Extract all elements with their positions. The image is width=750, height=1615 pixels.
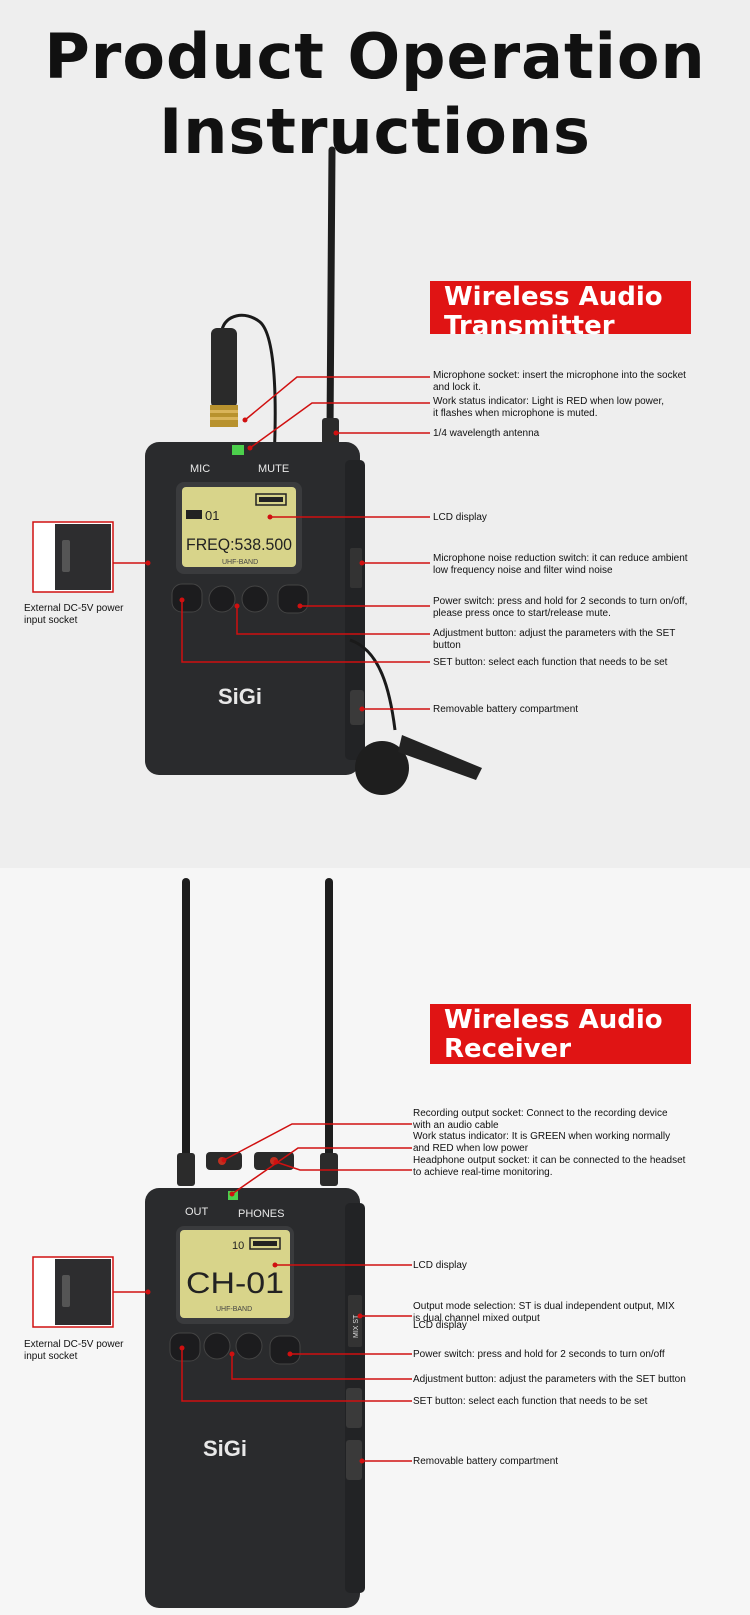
page-title-line1: Product Operation	[44, 20, 706, 93]
rx-annotation-battery: Removable battery compartment	[413, 1456, 559, 1467]
receiver-banner-line2: Receiver	[444, 1034, 572, 1064]
rx-annotation-recording-socket: Recording output socket: Connect to the …	[413, 1108, 668, 1131]
rx-lcd-band: UHF-BAND	[216, 1306, 252, 1313]
transmitter-illustration: MIC MUTE 01 FREQ:538.500 UHF-BAND SiGi	[32, 146, 482, 795]
tx-mic-plug	[211, 328, 237, 408]
tx-lcd-display	[182, 487, 296, 567]
tx-lcd-freq: FREQ:538.500	[186, 535, 292, 554]
tx-lav-mic-foam	[355, 741, 409, 795]
tx-antenna	[326, 146, 336, 434]
rx-annotation-status-indicator: Work status indicator: It is GREEN when …	[413, 1131, 671, 1154]
tx-annotation-adjust-button: Adjustment button: adjust the parameters…	[433, 628, 676, 651]
tx-lcd-band: UHF-BAND	[222, 559, 258, 566]
rx-annotation-overlap-lcd: LCD display	[413, 1320, 467, 1331]
tx-annotation-battery: Removable battery compartment	[433, 704, 579, 715]
transmitter-banner-line2: Transmitter	[444, 311, 615, 341]
tx-side-edge	[345, 460, 365, 760]
tx-annotation-set-button: SET button: select each function that ne…	[433, 657, 668, 668]
rx-out-label: OUT	[185, 1206, 209, 1218]
receiver-panel: Wireless Audio Receiver OUT PHONES 10 CH…	[0, 868, 750, 1615]
tx-annotation-power-switch: Power switch: press and hold for 2 secon…	[433, 596, 688, 619]
tx-battery-icon	[255, 493, 287, 506]
rx-set-button[interactable]	[169, 1332, 201, 1362]
receiver-banner-line1: Wireless Audio	[444, 1005, 663, 1035]
page-title-line2: Instructions	[159, 95, 591, 168]
rx-dc-socket	[62, 1275, 70, 1307]
transmitter-panel: Product Operation Instructions Wireless …	[0, 0, 750, 868]
tx-dc-label: External DC-5V power input socket	[24, 603, 124, 626]
tx-lav-cable	[349, 638, 397, 731]
tx-status-led	[232, 445, 244, 455]
rx-lcd-top: 10	[232, 1240, 244, 1252]
rx-down-button[interactable]	[203, 1332, 231, 1360]
rx-brand-logo: SiGi	[203, 1436, 247, 1461]
tx-mute-label: MUTE	[258, 463, 289, 475]
tx-noise-switch[interactable]	[350, 548, 362, 588]
rx-annotation-adjust-button: Adjustment button: adjust the parameters…	[413, 1374, 686, 1385]
receiver-banner: Wireless Audio Receiver	[430, 1004, 691, 1064]
tx-up-button[interactable]	[241, 585, 269, 613]
rx-up-button[interactable]	[235, 1332, 263, 1360]
rx-annotation-output-mode: Output mode selection: ST is dual indepe…	[413, 1301, 675, 1324]
tx-annotation-lcd: LCD display	[433, 512, 487, 523]
tx-power-button[interactable]	[277, 584, 309, 614]
tx-annotation-mic-socket: Microphone socket: insert the microphone…	[433, 370, 686, 393]
rx-lcd-display	[180, 1230, 290, 1318]
tx-down-button[interactable]	[208, 585, 236, 613]
rx-annotation-set-button: SET button: select each function that ne…	[413, 1396, 648, 1407]
rx-dc-label: External DC-5V power input socket	[24, 1339, 124, 1362]
rx-leader-lines	[113, 1123, 412, 1462]
tx-dc-socket	[62, 540, 70, 572]
rx-side-label: MIX ST	[353, 1314, 360, 1338]
receiver-illustration: OUT PHONES 10 CH-01 UHF-BAND SiGi MIX ST	[32, 878, 412, 1608]
rx-power-button[interactable]	[269, 1335, 301, 1365]
tx-annotation-status-indicator: Work status indicator: Light is RED when…	[433, 396, 665, 419]
transmitter-banner: Wireless Audio Transmitter	[430, 281, 691, 341]
tx-set-button[interactable]	[171, 583, 203, 613]
tx-lcd-top: 01	[205, 508, 219, 523]
tx-annotation-antenna: 1/4 wavelength antenna	[433, 428, 540, 439]
tx-battery-compartment	[350, 690, 364, 725]
rx-phones-label: PHONES	[238, 1208, 284, 1220]
rx-lcd-main: CH-01	[186, 1267, 284, 1300]
tx-mic-lock-ring	[210, 405, 238, 427]
rx-battery-compartment	[346, 1440, 362, 1480]
tx-annotation-noise-switch: Microphone noise reduction switch: it ca…	[433, 553, 688, 576]
tx-leader-lines	[113, 376, 430, 710]
rx-annotation-power-switch: Power switch: press and hold for 2 secon…	[413, 1349, 665, 1360]
tx-antenna-base	[322, 418, 339, 448]
rx-battery-icon	[249, 1237, 281, 1250]
rx-annotation-headphone-socket: Headphone output socket: it can be conne…	[413, 1155, 686, 1178]
tx-lav-clip	[398, 735, 482, 780]
rx-annotation-lcd: LCD display	[413, 1260, 467, 1271]
tx-mic-label: MIC	[190, 463, 210, 475]
transmitter-banner-line1: Wireless Audio	[444, 282, 663, 312]
tx-brand-logo: SiGi	[218, 684, 262, 709]
rx-output-mode-switch[interactable]	[348, 1295, 362, 1347]
tx-lcd-badge	[186, 510, 202, 519]
